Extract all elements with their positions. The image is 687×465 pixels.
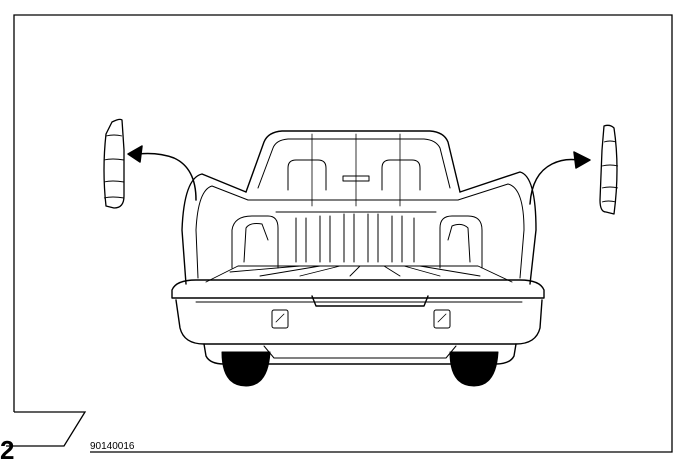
bed-rail-cap-left-icon	[103, 118, 125, 209]
bed-floor	[205, 265, 513, 283]
removal-arrow-right	[529, 151, 591, 205]
removal-arrow-left	[127, 145, 197, 201]
figure-frame	[6, 14, 673, 453]
rear-tires	[221, 351, 499, 387]
tailgate	[171, 279, 545, 365]
step-number: 2	[0, 435, 15, 465]
bed-front-wall	[231, 199, 483, 269]
pickup-truck	[127, 130, 591, 387]
cab	[245, 130, 461, 207]
bed-rail-cap-right-icon	[599, 124, 619, 215]
figure-code: 90140016	[90, 441, 135, 452]
